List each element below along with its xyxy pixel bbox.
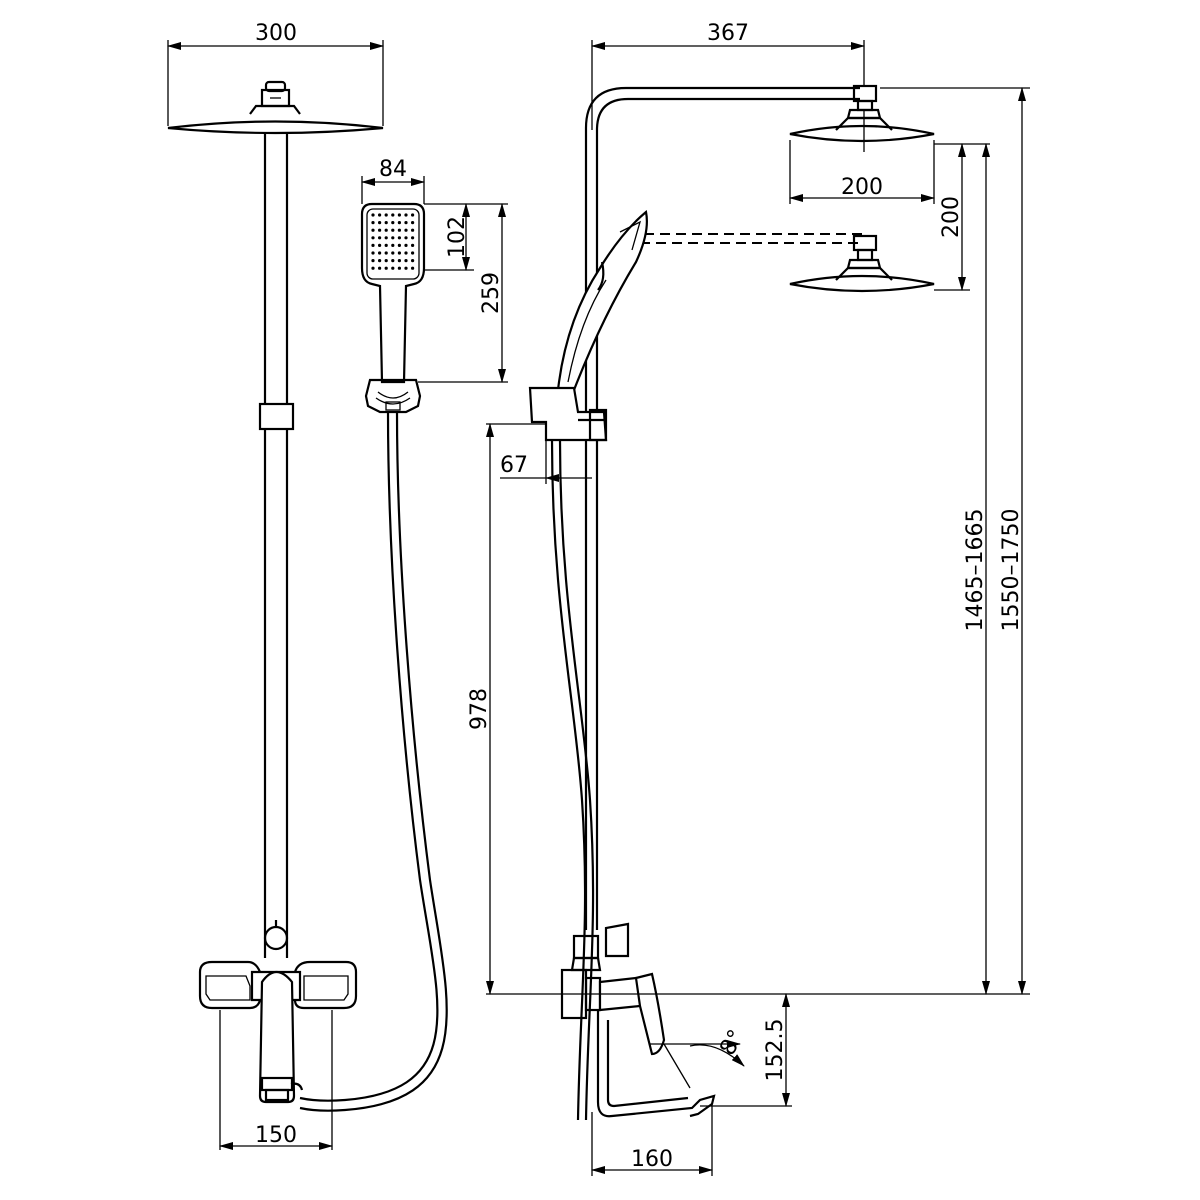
dim-holder-offset: 67 [500,453,528,478]
nozzle-dot [384,243,388,247]
nozzle-dot [397,236,401,240]
nozzle-dot [384,213,388,217]
dim-arm-reach: 367 [707,21,749,46]
nozzle-dot [411,221,415,225]
nozzle-dot [404,228,408,232]
nozzle-dot [378,228,382,232]
front-hose [299,411,448,1112]
nozzle-dot [404,221,408,225]
nozzle-dot [378,213,382,217]
nozzle-dot [404,259,408,263]
nozzle-dot [411,266,415,270]
nozzle-dot [371,236,375,240]
dim-spout-reach: 160 [631,1147,673,1172]
nozzle-dot [378,259,382,263]
nozzle-dot [391,266,395,270]
nozzle-dot [404,236,408,240]
nozzle-dot [397,221,401,225]
nozzle-dot [384,221,388,225]
nozzle-dot [404,251,408,255]
front-rain-head [167,80,384,135]
nozzle-dot [371,228,375,232]
dim-holder-height: 978 [467,688,492,730]
nozzle-dot [397,266,401,270]
nozzle-dot [378,221,382,225]
nozzle-dot [411,259,415,263]
nozzle-dot [371,221,375,225]
side-rain-head-upper [789,84,935,152]
nozzle-dot [404,243,408,247]
nozzle-dot [378,236,382,240]
nozzle-dot [371,243,375,247]
nozzle-dot [391,213,395,217]
dim-mixer-centers: 150 [255,1123,297,1148]
nozzle-dot [384,251,388,255]
nozzle-dot [404,266,408,270]
dim-total-height-range: 1550–1750 [999,509,1024,632]
side-rain-head-lower [789,234,935,293]
nozzle-dot [397,243,401,247]
nozzle-dot [371,213,375,217]
side-mixer [560,922,716,1118]
nozzle-dot [384,266,388,270]
nozzle-dot [378,251,382,255]
dimension-lines [167,40,1030,1176]
dim-hand-head-height: 102 [445,216,470,258]
nozzle-dot [411,243,415,247]
dim-head-width-front: 300 [255,21,297,46]
nozzle-dot [371,259,375,263]
nozzle-dot [397,213,401,217]
nozzle-dot [378,266,382,270]
side-view [528,84,935,1121]
nozzle-dot [397,251,401,255]
nozzle-dot [371,266,375,270]
nozzle-dot [397,259,401,263]
dim-hand-total-length: 259 [479,272,504,314]
nozzle-dot [411,213,415,217]
nozzle-dot [411,236,415,240]
side-riser-arm [584,86,860,930]
nozzle-dot [391,243,395,247]
nozzle-dot [391,259,395,263]
nozzle-dot [411,228,415,232]
nozzle-dot [404,213,408,217]
nozzle-dot [411,251,415,255]
nozzle-dots [371,213,415,270]
side-hand-shower [556,209,648,392]
dim-head-width-side: 200 [841,175,883,200]
nozzle-dot [378,243,382,247]
dim-hand-width: 84 [379,157,407,182]
nozzle-dot [391,228,395,232]
dim-spout-height: 152.5 [763,1019,788,1082]
nozzle-dot [391,251,395,255]
nozzle-dot [384,228,388,232]
front-hand-shower [360,202,426,414]
front-riser-pipe [258,132,295,958]
nozzle-dot [391,236,395,240]
nozzle-dot [391,221,395,225]
front-view [167,80,384,1104]
nozzle-dot [384,259,388,263]
nozzle-dot [397,228,401,232]
side-holder [528,386,608,442]
dim-handle-angle: 8° [715,1026,749,1060]
dim-head-drop: 200 [939,196,964,238]
nozzle-dot [384,236,388,240]
nozzle-dot [371,251,375,255]
dim-slide-range: 1465–1665 [963,509,988,632]
front-spout [258,970,296,1104]
